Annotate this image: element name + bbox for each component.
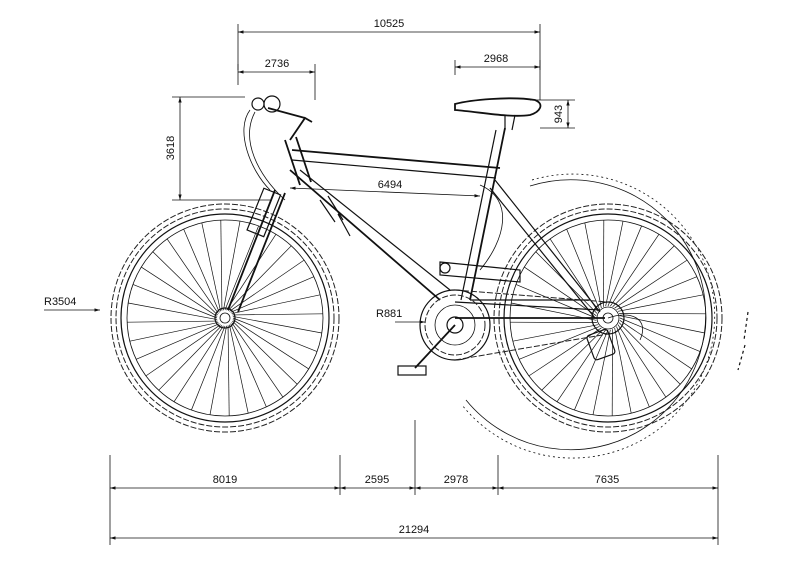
spoke	[136, 323, 220, 360]
spoke	[232, 320, 298, 385]
spoke	[584, 222, 602, 309]
spoke	[574, 329, 609, 411]
spoke	[592, 329, 611, 415]
dimension-label: R3504	[44, 296, 76, 308]
dimension-label: 2595	[365, 474, 389, 486]
spoke	[173, 325, 224, 402]
spoke	[619, 317, 701, 352]
dimension-label: R881	[376, 308, 402, 320]
dimension-top-tube: 6494	[289, 179, 481, 198]
spoke	[556, 329, 606, 402]
spoke	[226, 234, 277, 311]
dimension-chainring-radius: R881	[376, 308, 425, 324]
front-wheel	[110, 203, 340, 433]
rear-derailleur	[586, 314, 643, 361]
dimension-head-height: 3618	[165, 96, 270, 201]
spoke	[232, 317, 318, 352]
dimension-label: 2968	[484, 53, 508, 65]
spoke	[128, 302, 218, 320]
dimension-label: 6494	[378, 179, 402, 191]
spoke	[141, 266, 218, 317]
spoke	[610, 234, 660, 307]
dimension-label: 3618	[165, 136, 177, 160]
spoke	[541, 328, 604, 391]
fender-reflector	[737, 311, 749, 371]
spoke	[619, 315, 705, 334]
spoke	[152, 251, 218, 316]
spoke	[158, 325, 223, 391]
spoke	[129, 322, 219, 342]
spoke	[227, 325, 230, 416]
spoke	[201, 222, 221, 312]
spoke	[227, 245, 292, 311]
spoke	[224, 225, 259, 311]
spoke	[614, 327, 632, 414]
spoke	[612, 245, 675, 308]
spoke	[145, 324, 221, 377]
dimension-bottom-row: 8019 2595 2978 7635	[109, 420, 719, 545]
dimension-bottom-overall: 21294	[110, 524, 718, 540]
spoke	[607, 225, 642, 307]
spoke	[528, 327, 602, 377]
spoke	[183, 229, 220, 313]
spoke	[223, 221, 241, 311]
spoke	[616, 276, 697, 310]
spoke	[230, 323, 267, 407]
dimension-top-overall: 10525	[237, 18, 541, 70]
spoke	[618, 322, 681, 385]
spoke	[232, 313, 323, 316]
spoke	[524, 266, 597, 316]
saddle	[454, 97, 542, 131]
crank-arm-pedal	[397, 324, 456, 376]
chain	[454, 289, 609, 361]
dimension-label: 7635	[595, 474, 619, 486]
dimension-label: 2736	[265, 58, 289, 70]
spoke	[231, 294, 321, 314]
spoke	[229, 324, 249, 414]
spoke	[614, 259, 688, 309]
dimension-rear-top: 2968	[454, 53, 541, 100]
spoke	[515, 284, 597, 319]
spoke	[230, 276, 314, 313]
spoke	[191, 325, 226, 411]
rear-fender	[461, 173, 716, 459]
bike-frame	[227, 127, 605, 319]
spoke	[132, 284, 218, 319]
dimension-front-radius: R3504	[44, 296, 100, 312]
dimension-label: 2978	[444, 474, 468, 486]
front-derailleur-cable	[479, 184, 504, 271]
spoke	[619, 320, 692, 370]
front-wheel-spokes	[127, 220, 323, 416]
spoke	[605, 221, 624, 307]
spoke	[166, 238, 219, 314]
dimension-label: 21294	[399, 524, 430, 536]
spoke	[616, 326, 650, 407]
spoke	[209, 325, 227, 415]
dimension-label: 8019	[213, 474, 237, 486]
spoke	[220, 220, 223, 311]
handlebar-stem	[243, 95, 313, 201]
spoke	[617, 294, 704, 312]
front-hub	[214, 307, 236, 329]
dimension-saddle-height: 943	[530, 99, 575, 129]
spoke	[232, 319, 309, 370]
spoke	[617, 324, 667, 398]
spoke	[519, 326, 600, 360]
dimension-label: 10525	[374, 18, 405, 30]
dimension-label: 943	[553, 105, 565, 123]
spoke	[127, 320, 218, 323]
dimension-front-top: 2736	[237, 58, 316, 100]
spoke	[232, 316, 322, 334]
spoke	[566, 229, 600, 310]
spoke	[512, 324, 599, 342]
spoke	[231, 322, 284, 398]
